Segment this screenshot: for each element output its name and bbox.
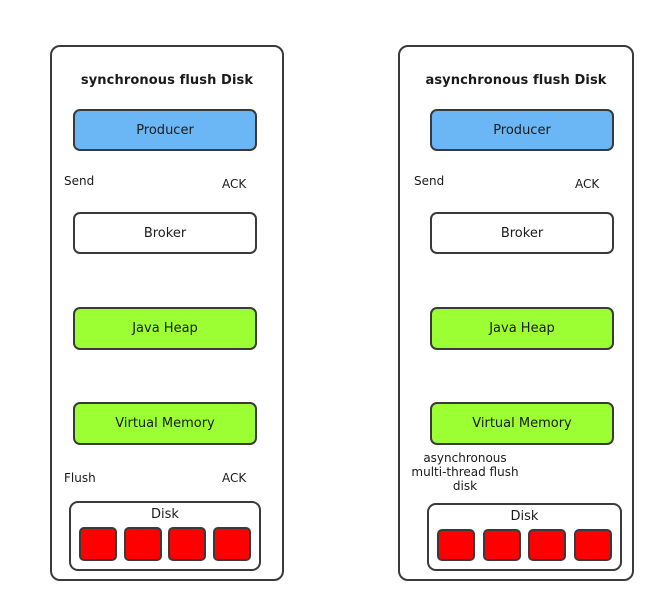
node-virtual-memory-sync[interactable]: Virtual Memory — [73, 402, 257, 445]
edge-label-async-flush-disk: asynchronous multi-thread flush disk — [411, 451, 519, 494]
node-producer-async[interactable]: Producer — [430, 109, 614, 151]
disk-label-sync: Disk — [151, 507, 179, 522]
node-virtual-memory-async[interactable]: Virtual Memory — [430, 402, 614, 445]
disk-cell-group-async — [437, 529, 612, 561]
node-broker-async[interactable]: Broker — [430, 212, 614, 254]
edge-label-ack-producer-sync: ACK — [222, 177, 247, 191]
edge-label-ack-disk-sync: ACK — [222, 471, 247, 485]
node-java-heap-sync[interactable]: Java Heap — [73, 307, 257, 350]
disk-cell — [123, 527, 162, 561]
disk-cell — [528, 529, 567, 561]
panel-title-synchronous: synchronous flush Disk — [80, 73, 254, 88]
edge-label-send-sync: Send — [64, 174, 95, 188]
disk-container-async[interactable]: Disk — [427, 503, 622, 571]
panel-title-asynchronous: asynchronous flush Disk — [425, 73, 607, 88]
disk-label-async: Disk — [510, 509, 539, 524]
disk-cell — [482, 529, 521, 561]
disk-cell — [168, 527, 207, 561]
disk-cell — [573, 529, 612, 561]
node-broker-sync[interactable]: Broker — [73, 212, 257, 254]
panel-asynchronous-flush-disk: asynchronous flush Disk Producer Broker … — [398, 45, 634, 581]
edge-label-ack-producer-async: ACK — [575, 177, 600, 191]
disk-cell-group-sync — [79, 527, 251, 561]
edge-label-send-async: Send — [414, 174, 445, 188]
edge-label-flush-sync: Flush — [64, 471, 96, 485]
disk-container-sync[interactable]: Disk — [69, 501, 261, 571]
disk-cell — [79, 527, 117, 561]
node-producer-sync[interactable]: Producer — [73, 109, 257, 151]
panel-synchronous-flush-disk: synchronous flush Disk Producer Broker J… — [50, 45, 284, 581]
disk-cell — [212, 527, 251, 561]
node-java-heap-async[interactable]: Java Heap — [430, 307, 614, 350]
disk-cell — [437, 529, 475, 561]
